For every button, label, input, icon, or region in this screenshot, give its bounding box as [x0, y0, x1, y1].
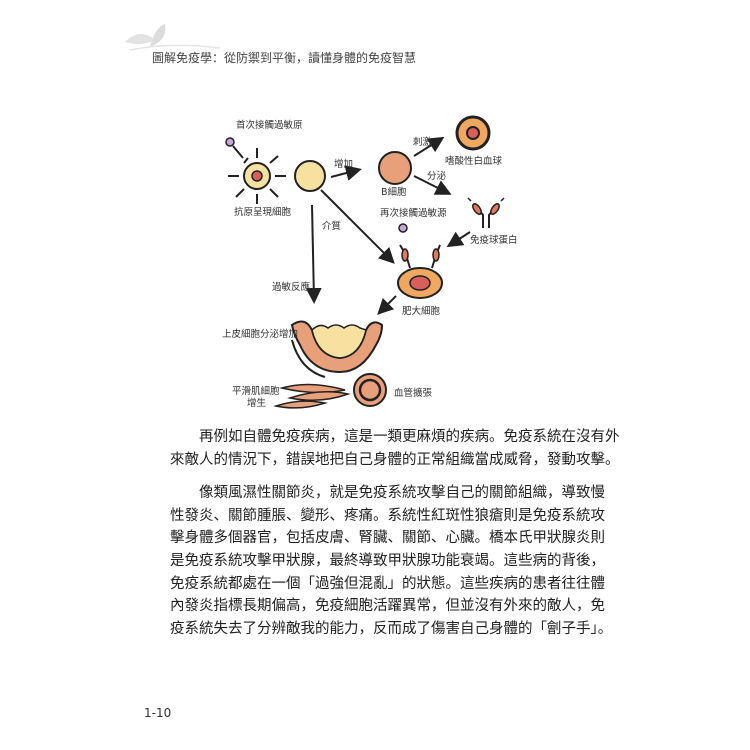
page-number: 1-10 [144, 706, 172, 720]
mast-cell-icon [397, 244, 443, 299]
eosinophil-icon [455, 115, 491, 151]
label-secrete: 分泌 [427, 170, 447, 182]
label-immunoglobulin: 免疫球蛋白 [470, 234, 518, 246]
label-second-contact: 再次接觸過敏源 [380, 207, 447, 219]
epithelium-icon [290, 320, 384, 378]
label-increase: 增加 [334, 158, 353, 170]
body-text: 再例如自體免疫疾病，這是一類更麻煩的疾病。免疫系統在沒有外 來敵人的情況下，錯誤… [170, 426, 620, 640]
label-epithelial: 上皮細胞分泌增加 [222, 328, 298, 340]
antigen-dot-icon [225, 137, 244, 159]
allergen-dot-icon [398, 223, 408, 233]
text-line: 內發炎指標長期偏高，免疫細胞活躍異常，但並沒有外來的敵人，免 [170, 598, 605, 615]
label-vasodilation: 血管擴張 [394, 387, 433, 399]
label-eosinophil: 嗜酸性白血球 [445, 155, 503, 167]
arrows [305, 136, 471, 315]
leaf-decoration-icon [125, 24, 221, 51]
label-stimulate: 刺激 [413, 136, 433, 148]
label-allergic-reaction: 過敏反應 [272, 281, 311, 293]
b-cell-icon [378, 151, 412, 185]
smooth-muscle-icon [273, 383, 351, 409]
text-line: 來敵人的情況下，錯誤地把自己身體的正常組織當成威脅，發動攻擊。 [170, 451, 620, 468]
text-line: 像類風濕性關節炎，就是免疫系統攻擊自己的關節組織，導致慢 [199, 485, 605, 502]
label-b-cell: B細胞 [381, 186, 407, 198]
label-smooth-muscle: 平滑肌細胞 [232, 385, 280, 397]
label-mediator: 介質 [322, 220, 341, 232]
text-line: 再例如自體免疫疾病，這是一類更麻煩的疾病。免疫系統在沒有外 [199, 429, 620, 445]
text-line: 是免疫系統攻擊甲狀腺，最終導致甲狀腺功能衰竭。這些病的背後， [170, 552, 605, 569]
label-mast-cell: 肥大細胞 [402, 305, 441, 317]
text-line: 免疫系統都處在一個「過強但混亂」的狀態。這些疾病的患者往往體 [170, 575, 605, 592]
label-first-contact: 首次接觸過敏原 [236, 119, 303, 131]
text-line: 疫系統失去了分辨敵我的能力，反而成了傷害自己身體的「劊子手」。 [170, 620, 613, 637]
label-smooth-muscle-2: 增生 [247, 397, 267, 409]
label-apc: 抗原呈現細胞 [234, 206, 292, 218]
allergy-diagram: 首次接觸過敏原 抗原呈現細胞 增加 B細胞 刺激 嗜酸性白血球 分泌 再次接觸過… [222, 115, 518, 409]
text-line: 性發炎、關節腫脹、變形、疼痛。系統性紅斑性狼瘡則是免疫系統攻 [170, 507, 605, 524]
text-line: 擊身體多個器官，包括皮膚、腎臟、關節、心臟。橋本氏甲狀腺炎則 [170, 530, 605, 547]
blood-vessel-icon [353, 373, 387, 407]
antibody-icon [467, 197, 505, 228]
running-header: 圖解免疫學：從防禦到平衡，讀懂身體的免疫智慧 [152, 51, 417, 65]
t-cell-icon [294, 160, 326, 192]
apc-cell-icon [228, 148, 286, 204]
